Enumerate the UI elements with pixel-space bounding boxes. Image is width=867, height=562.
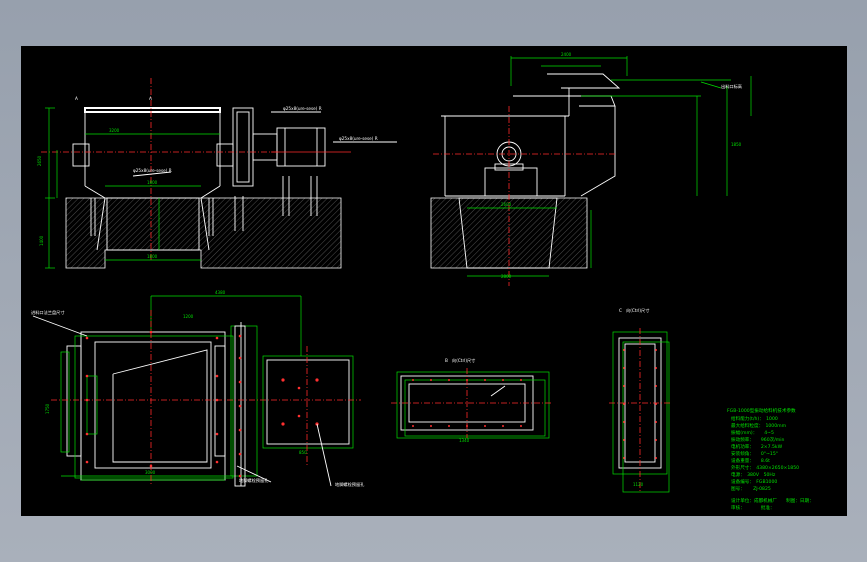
title-block-heading: FGB-1000型振动给料机技术参数 — [727, 407, 796, 414]
title-block-row: 设备重量： 8.6t — [731, 457, 770, 464]
view-title: B 向(Ctrl)尺寸 — [445, 357, 475, 364]
base-plate — [266, 359, 350, 445]
title-block-footer: 审核： 批准： — [731, 504, 775, 511]
dim-text: 1340 — [459, 438, 470, 443]
note-callout: 出料口标高 — [721, 83, 742, 90]
title-block: FGB-1000型振动给料机技术参数 给料能力(t/h)： 1000 最大给料粒… — [727, 407, 814, 511]
dim-text: 3000 — [145, 470, 156, 475]
dim-text: 1400 — [39, 235, 44, 246]
side-elevation-view: 2400 2800 2600 1850 出料口标高 — [430, 52, 752, 286]
title-block-row: 振动频率： 960次/min — [731, 436, 785, 443]
flange-callout: 进料口法兰盘尺寸 — [31, 309, 65, 316]
plan-view: 4380 3000 1200 850 1750 进料口法兰盘尺寸 地脚螺栓预留孔… — [31, 290, 365, 488]
belt-pulley — [232, 107, 254, 187]
cad-drawing-canvas[interactable]: 3200 1800 1800 2650 1400 φ25x8(ure-sese)… — [21, 46, 847, 516]
bolt-callout: 地脚螺栓预留孔 — [239, 477, 269, 484]
pipe-callout: φ25x8(ure-sese) R — [283, 106, 322, 111]
dim-text: 850 — [299, 450, 307, 455]
drive-motor — [276, 127, 326, 167]
dim-text: 2650 — [37, 155, 42, 166]
dim-text: 1200 — [183, 314, 194, 319]
dim-text: 2800 — [501, 274, 512, 279]
dim-text: 4380 — [215, 290, 226, 295]
view-label: A — [149, 96, 152, 101]
dim-text: 2400 — [561, 52, 572, 57]
dim-text: 1750 — [45, 403, 50, 414]
view-b-flange: B 向(Ctrl)尺寸 1340 — [391, 357, 551, 443]
dim-text: 1800 — [147, 180, 158, 185]
motor-seat — [484, 167, 538, 197]
title-block-row: 振幅(mm)： 4~5 — [731, 429, 774, 436]
title-block-row: 图号： ZJ-0825 — [731, 486, 771, 492]
pipe-callout: φ25x8(ure-sese) R — [133, 168, 172, 173]
title-block-row: 外形尺寸： 4380×2650×1850 — [731, 464, 799, 471]
title-block-row: 最大给料粒度： 1000mm — [731, 422, 787, 429]
view-c-flange: C 向(Ctrl)尺寸 1120 — [609, 307, 671, 493]
dim-text: 1120 — [633, 482, 644, 487]
bolt-holes — [85, 330, 319, 478]
view-title: C 向(Ctrl)尺寸 — [619, 307, 649, 314]
bolt-callout: 地脚螺栓预留孔 — [335, 481, 365, 488]
title-block-footer: 设计单位：成都机械厂 制图：日期： — [731, 497, 814, 504]
view-label: A — [75, 96, 78, 101]
dim-text: 1800 — [147, 254, 158, 259]
title-block-row: 电机功率： 2×7.5kW — [731, 443, 783, 450]
front-elevation-view: 3200 1800 1800 2650 1400 φ25x8(ure-sese)… — [37, 78, 397, 269]
cad-drawing: 3200 1800 1800 2650 1400 φ25x8(ure-sese)… — [31, 52, 814, 511]
dim-text: 3200 — [109, 128, 120, 133]
feeder-top-deck — [84, 107, 221, 113]
dim-text: 2600 — [501, 202, 512, 207]
foundation-left — [65, 197, 342, 269]
title-block-row: 设备编号： FGB1000 — [731, 478, 777, 485]
dim-text: 1850 — [731, 142, 742, 147]
title-block-row: 电源： 380V 50Hz — [731, 471, 776, 478]
title-block-row: 安装倾角： 0°~15° — [731, 450, 778, 457]
pipe-callout: φ25x8(ure-sese) R — [339, 136, 378, 141]
title-block-row: 给料能力(t/h)： 1000 — [731, 415, 778, 422]
feeder-plan-outline — [80, 331, 226, 481]
